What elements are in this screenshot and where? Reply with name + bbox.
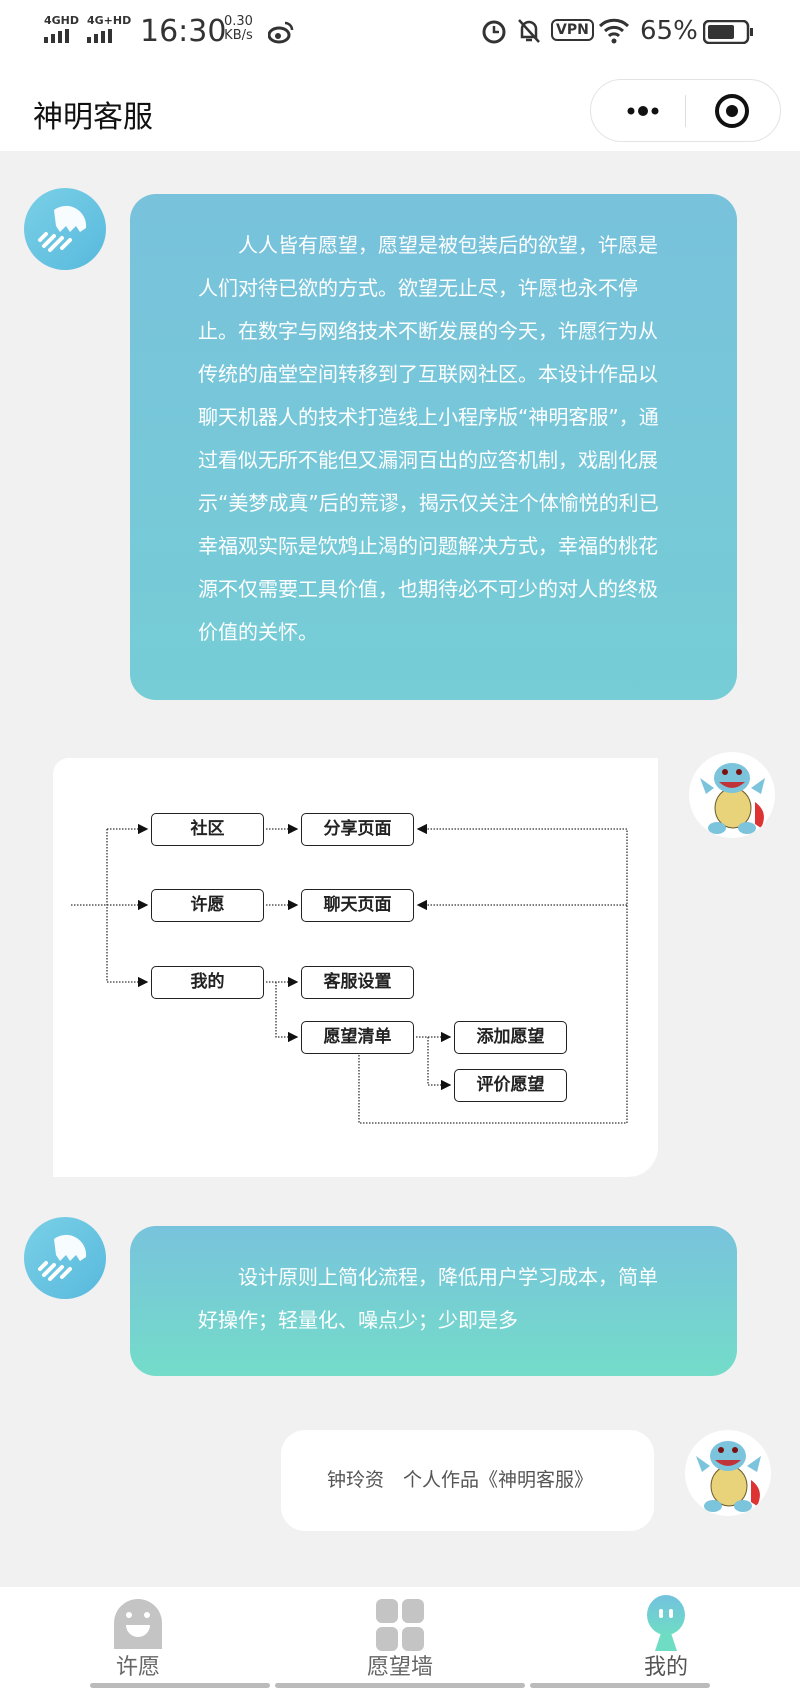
diagram-node-community: 社区 (151, 813, 264, 846)
diagram-node-share-page: 分享页面 (301, 813, 414, 846)
tab-label: 许愿 (115, 1655, 160, 1680)
alarm-icon (480, 17, 508, 49)
network-indicator-2: 4G+HD (87, 14, 132, 27)
wifi-icon (598, 16, 630, 48)
tab-wish-wall[interactable]: 愿望墙 (300, 1587, 500, 1688)
diagram-node-chat-page: 聊天页面 (301, 889, 414, 922)
battery-percent: 65% (640, 16, 698, 46)
user-avatar[interactable] (685, 1430, 771, 1516)
more-dots-icon[interactable] (613, 94, 673, 128)
record-target-icon[interactable] (713, 92, 751, 134)
signal-icon (44, 28, 76, 47)
smiley-ghost-icon (114, 1599, 162, 1649)
mini-program-capsule (590, 79, 781, 142)
nav-bar-segment (90, 1683, 270, 1688)
bot-avatar[interactable] (24, 1217, 106, 1299)
diagram-node-wish-list: 愿望清单 (301, 1021, 414, 1054)
page-title: 神明客服 (33, 100, 153, 135)
tab-make-wish[interactable]: 许愿 (38, 1587, 238, 1688)
speed-unit: KB/s (224, 28, 253, 43)
diagram-node-rate-wish: 评价愿望 (454, 1069, 567, 1102)
battery-icon (702, 19, 755, 48)
weibo-icon (267, 20, 294, 48)
jellyfish-icon (38, 1234, 87, 1281)
speed-value: 0.30 (224, 14, 253, 29)
user-message-bubble: 钟玲资 个人作品《神明客服》 (281, 1430, 654, 1531)
tab-mine[interactable]: 我的 (566, 1587, 766, 1688)
bot-avatar[interactable] (24, 188, 106, 270)
mute-bell-icon (516, 17, 542, 49)
vpn-badge: VPN (551, 19, 594, 41)
network-indicator-1: 4GHD (44, 14, 80, 27)
signal-icon (87, 28, 119, 47)
bot-message-bubble: 设计原则上简化流程，降低用户学习成本，简单好操作；轻量化、噪点少；少即是多 (130, 1226, 737, 1376)
user-avatar[interactable] (689, 752, 775, 838)
capsule-divider (685, 95, 686, 127)
squirtle-avatar-icon (696, 1441, 761, 1512)
diagram-node-add-wish: 添加愿望 (454, 1021, 567, 1054)
bot-message-bubble: 人人皆有愿望，愿望是被包装后的欲望，许愿是人们对待已欲的方式。欲望无止尽，许愿也… (130, 194, 737, 700)
squirtle-avatar-icon (700, 763, 765, 834)
tab-label: 愿望墙 (366, 1655, 433, 1680)
grid-icon (376, 1599, 424, 1651)
clock: 16:30 (140, 14, 227, 49)
nav-bar-segment (530, 1683, 710, 1688)
diagram-node-mine: 我的 (151, 966, 264, 999)
diagram-node-wish: 许愿 (151, 889, 264, 922)
tab-label: 我的 (643, 1655, 688, 1680)
jellyfish-icon (38, 205, 87, 252)
diagram-node-service-settings: 客服设置 (301, 966, 414, 999)
nav-bar-segment (275, 1683, 525, 1688)
person-icon (647, 1595, 685, 1651)
tab-bar: 许愿 愿望墙 我的 (0, 1587, 800, 1688)
